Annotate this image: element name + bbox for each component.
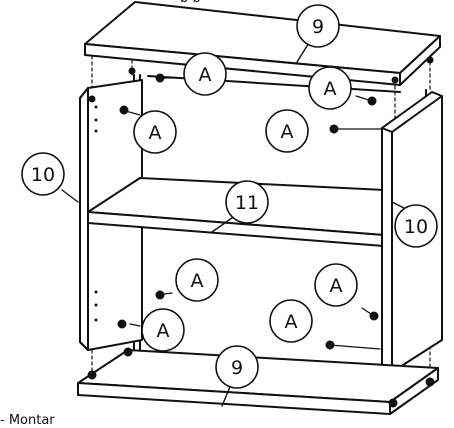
callout-a-2: A <box>324 78 337 100</box>
callout-10-left-circle <box>21 152 65 196</box>
callout-a-7-circle <box>141 308 185 352</box>
bottom-panel <box>77 349 439 415</box>
callout-a-6-circle <box>314 263 358 307</box>
callout-a-5: A <box>191 270 204 292</box>
callout-a-2-circle <box>308 66 352 110</box>
callout-a-8-circle <box>269 299 313 343</box>
callout-10-right-circle <box>394 204 438 248</box>
callout-a-4: A <box>281 121 294 143</box>
top-panel <box>84 1 441 86</box>
callout-10-left: 10 <box>31 164 55 186</box>
assembly-caption: - Montar <box>0 413 55 428</box>
callout-a-1-circle <box>183 52 227 96</box>
callout-a-5-circle <box>175 258 219 302</box>
callout-9-bottom: 9 <box>231 357 243 379</box>
callout-9-bottom-circle <box>215 345 259 389</box>
callout-a-4-circle <box>265 109 309 153</box>
callout-a-6: A <box>330 275 343 297</box>
callout-a-8: A <box>285 311 298 333</box>
connector-fittings <box>87 56 435 408</box>
callout-a-1: A <box>199 64 212 86</box>
callout-9-top: 9 <box>312 16 324 38</box>
callout-a-7: A <box>157 320 170 342</box>
callout-9-top-circle <box>296 4 340 48</box>
callout-a-3: A <box>149 122 162 144</box>
top-cropped-text: p p <box>180 0 201 2</box>
callout-a-3-circle <box>133 110 177 154</box>
drill-holes <box>94 105 98 322</box>
callout-11: 11 <box>235 192 259 214</box>
callout-10-right: 10 <box>404 216 428 238</box>
callout-11-circle <box>225 180 269 224</box>
